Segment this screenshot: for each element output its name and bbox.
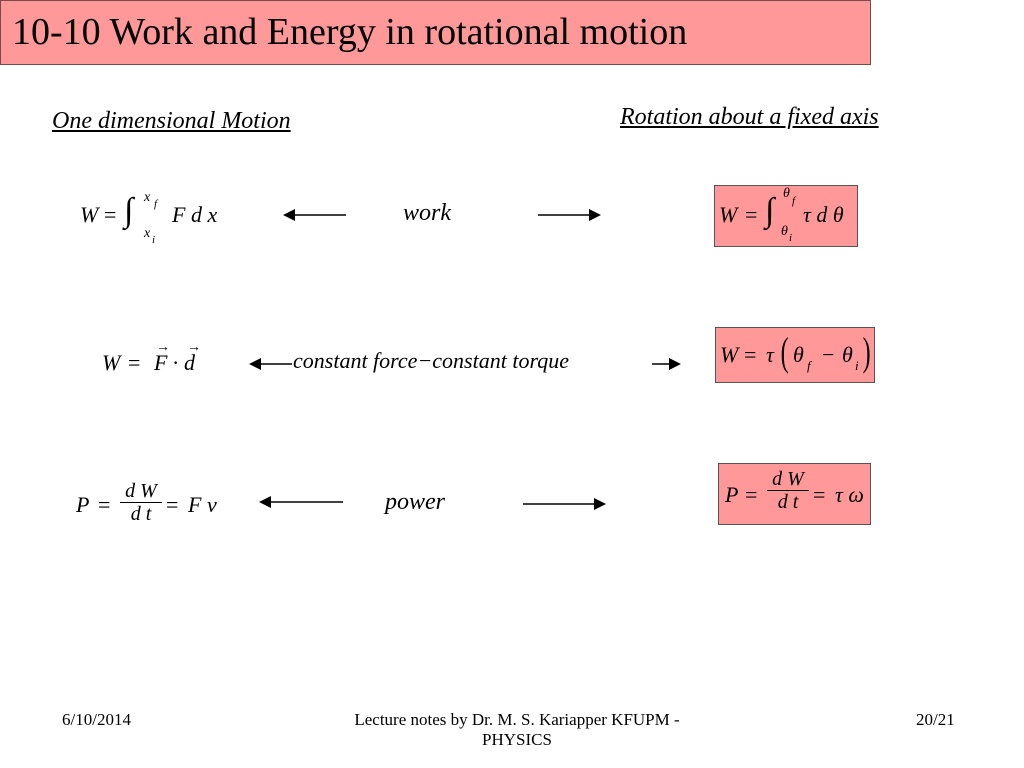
integral-sign: ∫	[765, 192, 775, 229]
label-constant: constant force−constant torque	[293, 348, 569, 373]
title-bar	[0, 0, 871, 65]
power-rotational: P = d W d t = τ ω	[718, 463, 871, 525]
heading-one-dimensional: One dimensional Motion	[52, 108, 291, 134]
work-constant-torque: W = τ ( θ f − θ i )	[715, 327, 875, 383]
integral-sign: ∫	[124, 192, 134, 229]
footer-date: 6/10/2014	[62, 710, 131, 729]
work-integral-linear: W = ∫ x f x i F d x	[80, 190, 218, 246]
footer-page-number: 20/21	[916, 710, 955, 729]
fraction-dw-dt: d W d t	[120, 480, 162, 525]
footer-credit: Lecture notes by Dr. M. S. Kariapper KFU…	[354, 710, 680, 749]
fraction-dw-dt: d W d t	[767, 468, 809, 513]
heading-rotation: Rotation about a fixed axis	[620, 104, 879, 130]
work-dot-product: W = → F · → d	[102, 340, 201, 375]
vector-arrow-icon: →	[156, 340, 170, 355]
vector-arrow-icon: →	[187, 340, 201, 355]
label-work: work	[403, 200, 451, 226]
work-integral-rotational: W = ∫ θ f θ i τ d θ	[714, 185, 858, 247]
power-linear: P = d W d t = F v	[76, 480, 217, 525]
label-power: power	[385, 489, 445, 515]
right-paren: )	[862, 329, 871, 374]
slide-title: 10-10 Work and Energy in rotational moti…	[12, 11, 688, 53]
left-paren: (	[780, 329, 789, 374]
